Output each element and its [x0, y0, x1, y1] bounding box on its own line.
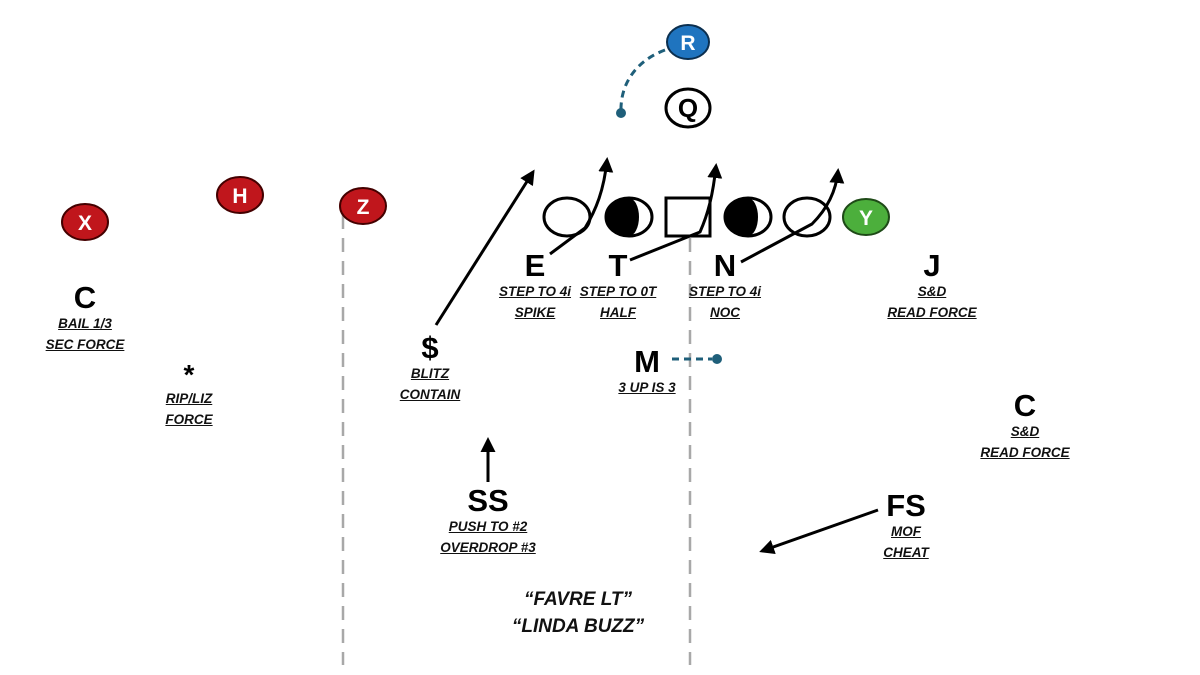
- free-safety-label: FS: [886, 488, 926, 523]
- right-guard-ellipse: [723, 196, 773, 238]
- jack-assignment: J S&D READ FORCE: [887, 250, 976, 323]
- star-line-2: FORCE: [165, 412, 213, 427]
- tackle-assignment: T STEP TO 0T HALF: [580, 250, 657, 323]
- h-receiver-badge: [216, 176, 264, 214]
- jack-line-2: READ FORCE: [887, 305, 977, 320]
- mike-label: M: [634, 344, 660, 379]
- money-line-1: BLITZ: [410, 366, 450, 381]
- play-call-line-2: “LINDA BUZZ”: [511, 616, 645, 637]
- right-corner-line-1: S&D: [1010, 424, 1040, 439]
- running-back-motion-end-dot: [616, 108, 626, 118]
- star-line-1: RIP/LIZ: [165, 391, 213, 406]
- tackle-label: T: [608, 248, 628, 283]
- mike-line-1: 3 UP IS 3: [618, 380, 676, 395]
- x-receiver-label: X: [78, 212, 92, 235]
- play-call-line-1: “FAVRE LT”: [523, 589, 633, 610]
- money-line-2: CONTAIN: [399, 387, 461, 402]
- right-tackle-ellipse: [782, 196, 832, 238]
- tackle-line-1: STEP TO 0T: [579, 284, 657, 299]
- strong-safety-label: SS: [467, 483, 509, 518]
- free-safety-cheat-arrow: [759, 508, 879, 555]
- strong-safety-assignment: SS PUSH TO #2 OVERDROP #3: [440, 485, 536, 558]
- nose-movement-arrow: [740, 168, 845, 264]
- mike-assignment: M 3 UP IS 3: [618, 346, 675, 398]
- strong-safety-line-2: OVERDROP #3: [440, 540, 536, 555]
- end-assignment: E STEP TO 4i SPIKE: [499, 250, 571, 323]
- z-receiver-badge: [339, 187, 387, 225]
- star-assignment: * RIP/LIZ FORCE: [165, 359, 213, 430]
- quarterback-label: Q: [678, 93, 698, 123]
- y-tight-end-badge: [842, 198, 890, 236]
- nose-assignment: N STEP TO 4i NOC: [689, 250, 761, 323]
- center-square: [664, 196, 712, 238]
- tackle-line-2: HALF: [600, 305, 636, 320]
- x-receiver-badge: [61, 203, 109, 241]
- left-corner-label: C: [73, 280, 97, 315]
- strong-safety-line-1: PUSH TO #2: [448, 519, 528, 534]
- right-corner-label: C: [1013, 388, 1037, 423]
- end-movement-arrow: [549, 157, 614, 256]
- end-line-2: SPIKE: [514, 305, 556, 320]
- running-back-motion-path: [619, 48, 666, 113]
- money-label: $: [421, 330, 439, 365]
- z-receiver-label: Z: [357, 196, 370, 219]
- left-corner-line-1: BAIL 1/3: [58, 316, 112, 331]
- running-back-badge: [666, 24, 710, 60]
- tackle-movement-arrow: [629, 163, 723, 262]
- running-back-label: R: [680, 32, 695, 55]
- nose-label: N: [713, 248, 737, 283]
- jack-label: J: [923, 248, 941, 283]
- right-corner-line-2: READ FORCE: [980, 445, 1070, 460]
- free-safety-line-1: MOF: [891, 524, 921, 539]
- play-call: “FAVRE LT” “LINDA BUZZ”: [512, 586, 644, 640]
- left-corner-line-2: SEC FORCE: [45, 337, 125, 352]
- h-receiver-label: H: [232, 185, 247, 208]
- free-safety-assignment: FS MOF CHEAT: [883, 490, 929, 563]
- mike-motion-end-dot: [712, 354, 722, 364]
- free-safety-line-2: CHEAT: [883, 545, 929, 560]
- end-line-1: STEP TO 4i: [498, 284, 572, 299]
- star-label: *: [183, 359, 195, 390]
- right-corner-assignment: C S&D READ FORCE: [980, 390, 1069, 463]
- money-blitz-arrow: [434, 169, 535, 326]
- end-label: E: [524, 248, 546, 283]
- jack-line-1: S&D: [917, 284, 947, 299]
- money-assignment: $ BLITZ CONTAIN: [400, 332, 461, 405]
- left-guard-ellipse: [604, 196, 654, 238]
- nose-line-1: STEP TO 4i: [688, 284, 762, 299]
- y-tight-end-label: Y: [859, 207, 873, 230]
- quarterback-ellipse: [664, 87, 712, 129]
- nose-line-2: NOC: [710, 305, 740, 320]
